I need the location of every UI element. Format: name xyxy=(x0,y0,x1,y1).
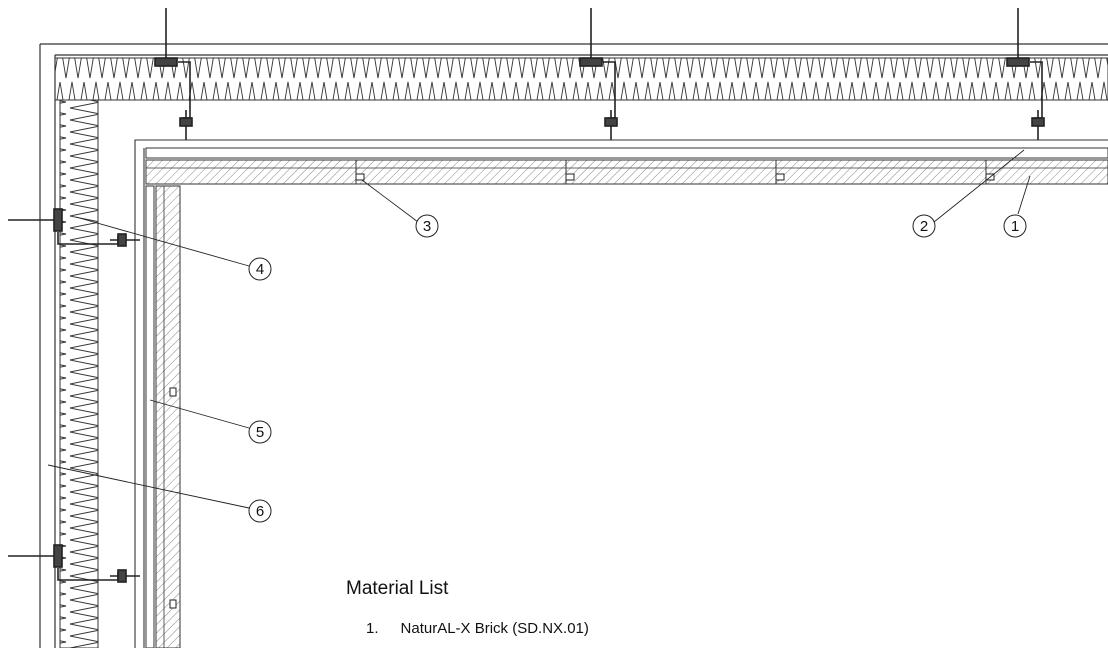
material-text: NaturAL-X Brick (SD.NX.01) xyxy=(400,620,589,637)
leader-lines xyxy=(47,149,1031,509)
callout-label: 4 xyxy=(256,261,264,278)
wall-insulation xyxy=(59,99,99,648)
callout-2: 2 xyxy=(912,214,936,238)
side-anchor-brackets xyxy=(8,208,140,583)
callout-label: 3 xyxy=(423,218,431,235)
anchor-bracket xyxy=(579,8,618,140)
callout-label: 1 xyxy=(1011,218,1019,235)
anchor-bracket xyxy=(154,8,193,140)
material-list: 1. NaturAL-X Brick (SD.NX.01) xyxy=(366,620,589,642)
side-cladding xyxy=(145,185,181,648)
corner-frame xyxy=(134,139,1108,648)
callout-4: 4 xyxy=(248,257,272,281)
callout-6: 6 xyxy=(248,499,272,523)
callout-label: 6 xyxy=(256,503,264,520)
callout-5: 5 xyxy=(248,420,272,444)
material-number: 1. xyxy=(366,620,379,637)
anchor-bracket xyxy=(1006,8,1045,140)
material-list-title: Material List xyxy=(346,578,449,599)
callout-3: 3 xyxy=(415,214,439,238)
callout-label: 2 xyxy=(920,218,928,235)
top-cladding xyxy=(145,147,1108,185)
anchor-bracket xyxy=(8,544,140,583)
callout-1: 1 xyxy=(1003,214,1027,238)
top-anchor-brackets xyxy=(154,8,1045,140)
outer-structure xyxy=(39,43,1108,648)
material-list-item: 1. NaturAL-X Brick (SD.NX.01) xyxy=(366,620,589,642)
anchor-bracket xyxy=(8,208,140,247)
callout-label: 5 xyxy=(256,424,264,441)
